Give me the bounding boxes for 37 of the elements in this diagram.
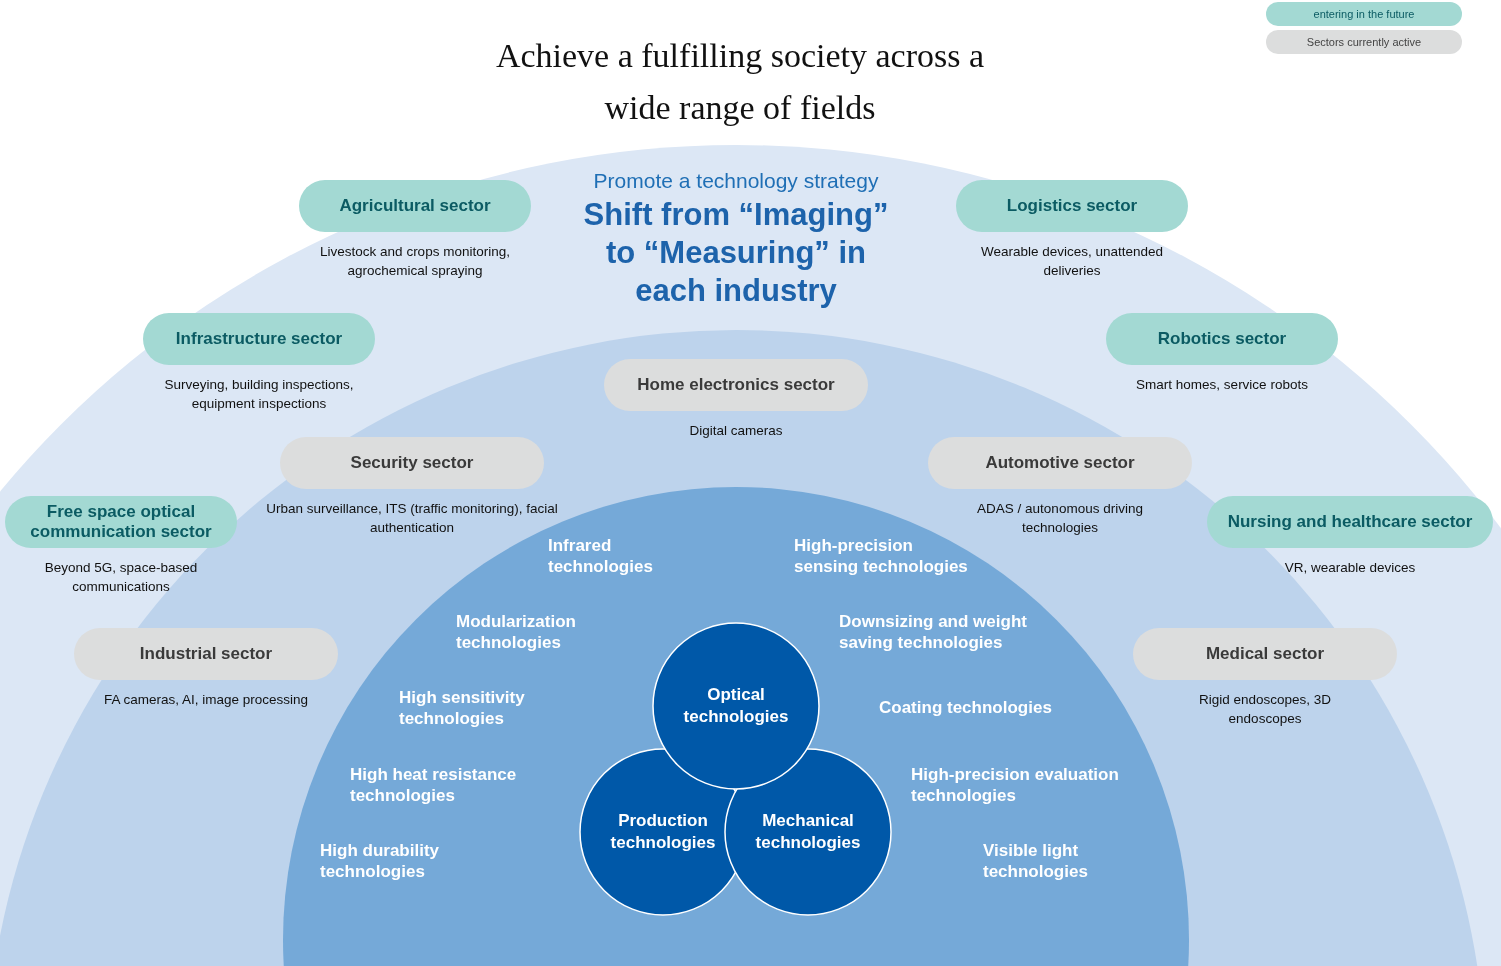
sector-description: Beyond 5G, space-based communications [43,559,199,596]
subheading: Promote a technology strategy [592,168,880,194]
technology-label: Coating technologies [879,697,1053,718]
sector-description: Urban surveillance, ITS (traffic monitoring), facial authentication [265,500,559,537]
strategy-heading: Shift from “Imaging” to “Measuring” in each industry [582,196,890,310]
sector-label: Robotics sector [1106,313,1338,365]
technology-label: High durability technologies [320,840,440,882]
title: Achieve a fulfilling society across a wide range of fields [494,36,986,128]
sector-description: Rigid endoscopes, 3D endoscopes [1197,691,1333,728]
sector-label: Nursing and healthcare sector [1207,496,1493,548]
technology-label: Modularization technologies [456,611,577,653]
technology-label: Downsizing and weight saving technologies [839,611,1028,653]
sector-label: Agricultural sector [299,180,531,232]
sector-description: Surveying, building inspections, equipment inspections [163,376,355,413]
sector-label: Automotive sector [928,437,1192,489]
sector-label: Free space optical communication sector [5,496,237,548]
sector-label: Logistics sector [956,180,1188,232]
sector-description: VR, wearable devices [1283,559,1417,577]
technology-label: High-precision sensing technologies [794,535,969,577]
technology-label: Infrared technologies [548,535,654,577]
technology-label: Visible light technologies [983,840,1089,882]
sector-description: Livestock and crops monitoring, agrochemical spraying [319,243,511,280]
sector-label: Infrastructure sector [143,313,375,365]
legend-pill: Sectors currently active [1266,30,1462,54]
sector-description: Digital cameras [688,422,784,440]
sector-label: Security sector [280,437,544,489]
technology-label: High sensitivity technologies [399,687,526,729]
legend-pill: entering in the future [1266,2,1462,26]
sector-description: Smart homes, service robots [1135,376,1309,394]
sector-label: Home electronics sector [604,359,868,411]
technology-label: High-precision evaluation technologies [911,764,1120,806]
sector-label: Industrial sector [74,628,338,680]
sector-description: ADAS / autonomous driving technologies [976,500,1144,537]
technology-label: High heat resistance technologies [350,764,518,806]
sector-description: Wearable devices, unattended deliveries [979,243,1165,280]
sector-description: FA cameras, AI, image processing [102,691,310,709]
sector-label: Medical sector [1133,628,1397,680]
